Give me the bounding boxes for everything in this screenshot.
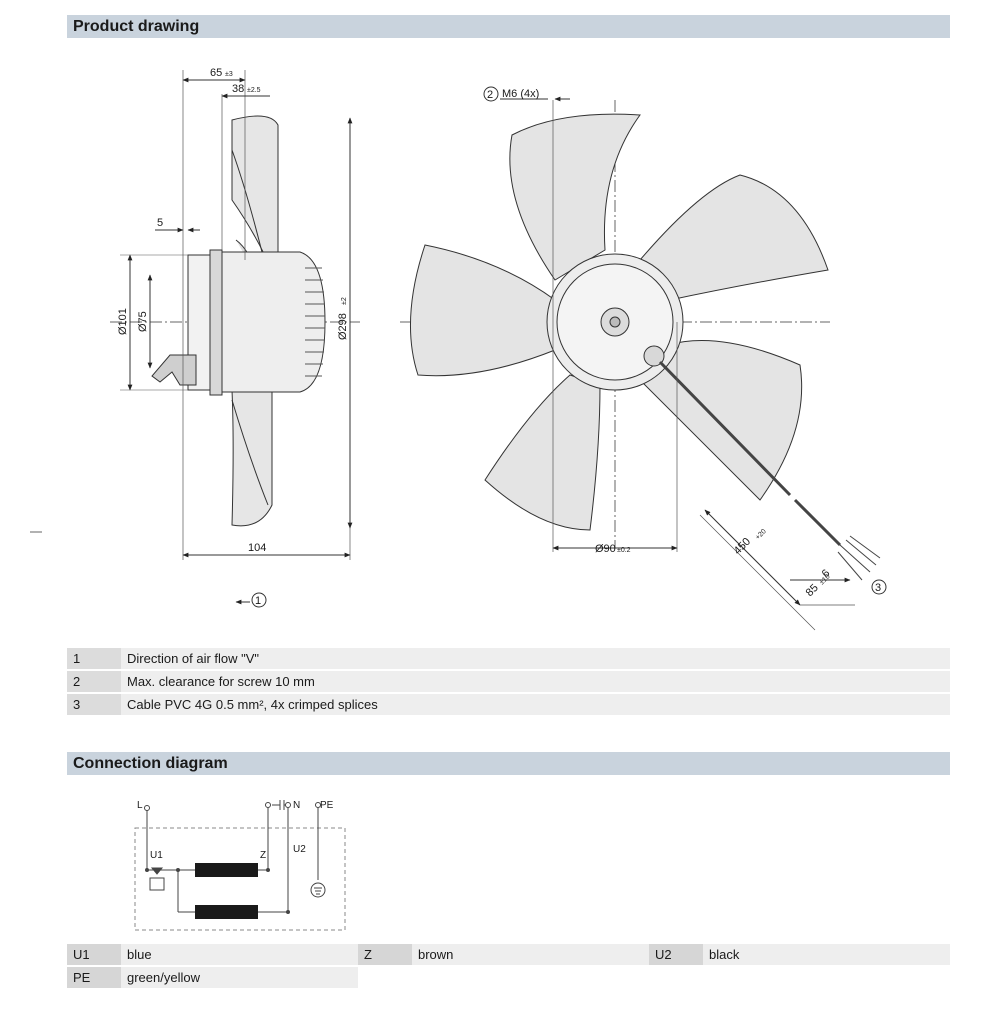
dim-85: 85 [804,582,821,599]
dim-dia90-tol: ±0.2 [617,547,631,554]
dim-450: 450 [732,536,753,557]
dim-38-tol: ±2.5 [247,87,261,94]
wire-color: green/yellow [121,967,358,988]
dim-dia101: Ø101 [117,308,129,335]
wire-label-Z: Z [260,850,266,861]
wire-color-row: U1 blue Z brown U2 black [67,944,950,965]
callout-1: 1 [255,595,261,607]
callout-2: 2 [487,89,493,101]
wire-key: Z [358,944,412,965]
dim-5: 5 [157,217,163,229]
legend-text: Cable PVC 4G 0.5 mm², 4x crimped splices [121,694,950,715]
dim-dia298-tol: ±2 [341,297,348,305]
legend-row: 2 Max. clearance for screw 10 mm [67,671,950,692]
wire-key: U2 [649,944,703,965]
legend-table: 1 Direction of air flow "V" 2 Max. clear… [67,646,950,717]
legend-text: Direction of air flow "V" [121,648,950,669]
empty-cell [358,967,950,988]
product-drawing-header: Product drawing [67,15,950,38]
product-drawing: 65 ±3 38 ±2.5 5 Ø101 Ø75 Ø298 ±2 104 1 [30,67,887,631]
dim-dia298: Ø298 [337,313,349,340]
legend-text: Max. clearance for screw 10 mm [121,671,950,692]
side-view [110,70,360,608]
dim-65: 65 [210,67,222,79]
wiring-diagram: L N PE U1 Z U2 [134,800,346,931]
wire-label-U1: U1 [150,850,163,861]
legend-row: 3 Cable PVC 4G 0.5 mm², 4x crimped splic… [67,694,950,715]
wire-label-PE: PE [320,800,334,811]
connection-diagram-header: Connection diagram [67,752,950,775]
dim-m6: M6 (4x) [502,88,539,100]
legend-num: 3 [67,694,121,715]
wire-key: PE [67,967,121,988]
wire-color: black [703,944,950,965]
legend-num: 1 [67,648,121,669]
wire-label-U2: U2 [293,844,306,855]
dim-38: 38 [232,83,244,95]
wire-label-N: N [293,800,300,811]
wire-key: U1 [67,944,121,965]
legend-row: 1 Direction of air flow "V" [67,648,950,669]
dim-104: 104 [248,542,266,554]
wire-label-L: L [137,800,143,811]
wire-color-row: PE green/yellow [67,967,950,988]
dim-65-tol: ±3 [225,71,233,78]
legend-num: 2 [67,671,121,692]
dim-dia75: Ø75 [137,311,149,332]
dim-dia90: Ø90 [595,543,616,555]
wire-color: blue [121,944,358,965]
callout-3: 3 [875,582,881,594]
wire-color-table: U1 blue Z brown U2 black PE green/yellow [67,942,950,990]
wire-color: brown [412,944,649,965]
front-view [400,86,887,631]
dim-450-tol: +20 [754,528,767,541]
